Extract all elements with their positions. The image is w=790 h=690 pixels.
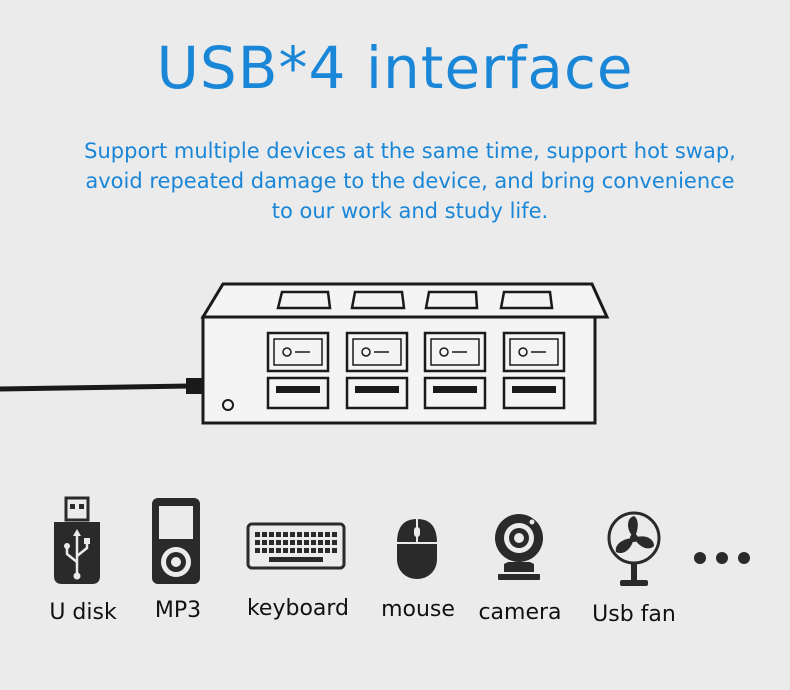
- usb-port-4: [502, 376, 566, 410]
- device-label-camera: camera: [478, 600, 562, 625]
- webcam-icon: [495, 514, 543, 580]
- mouse-icon: [397, 519, 437, 579]
- usb-port-3: [423, 376, 487, 410]
- more-devices-icon: [694, 552, 750, 564]
- switch-1: [266, 331, 330, 373]
- device-label-keyboard: keyboard: [246, 596, 350, 621]
- description: Support multiple devices at the same tim…: [40, 136, 780, 226]
- description-line-3: to our work and study life.: [271, 199, 549, 223]
- top-switch-caps: [276, 290, 554, 310]
- indicator-led: [222, 399, 234, 411]
- device-label-u-disk: U disk: [49, 600, 117, 625]
- usb-hub-illustration: [0, 282, 610, 425]
- page-title: USB*4 interface: [156, 34, 634, 102]
- switch-4: [502, 331, 566, 373]
- keyboard-icon: [246, 522, 346, 570]
- power-switches: [266, 331, 566, 373]
- usb-port-2: [345, 376, 409, 410]
- device-label-mouse: mouse: [381, 597, 455, 622]
- switch-2: [345, 331, 409, 373]
- usb-port-1: [266, 376, 330, 410]
- usb-ports: [266, 376, 566, 410]
- usb-cable: [0, 383, 191, 392]
- description-line-2: avoid repeated damage to the device, and…: [85, 169, 735, 193]
- fan-icon: [607, 511, 661, 586]
- description-line-1: Support multiple devices at the same tim…: [84, 139, 736, 163]
- cable-connector: [186, 378, 204, 394]
- device-label-mp3: MP3: [154, 598, 202, 623]
- device-label-usb-fan: Usb fan: [592, 602, 676, 627]
- usb-drive-icon: [54, 496, 100, 584]
- switch-3: [423, 331, 487, 373]
- mp3-player-icon: [152, 498, 200, 584]
